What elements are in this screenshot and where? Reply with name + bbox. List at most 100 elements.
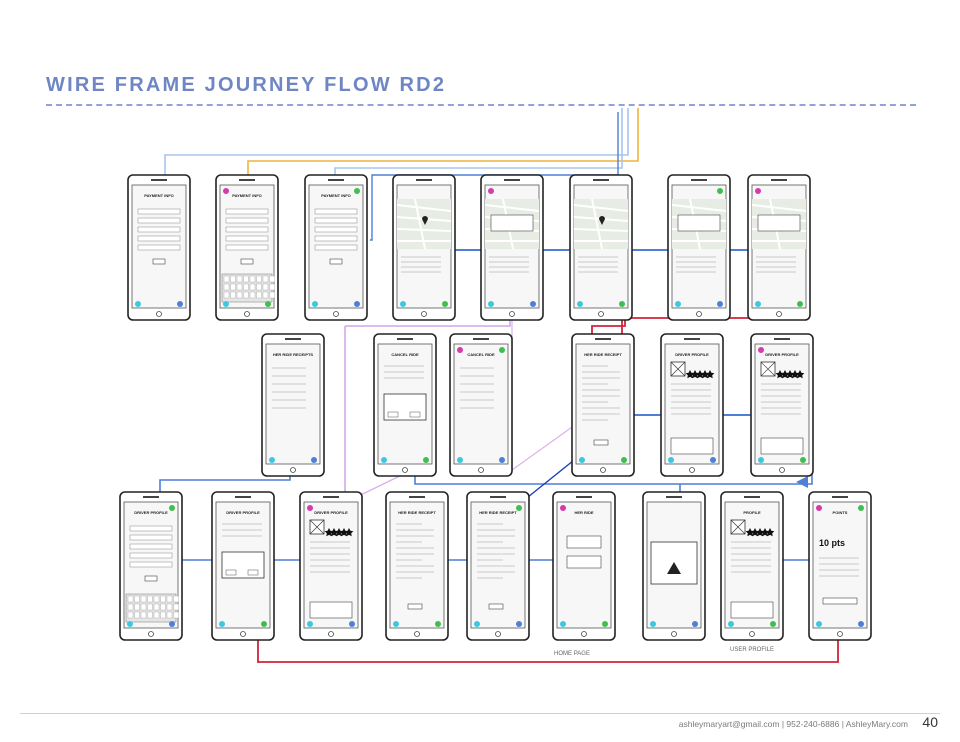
star-icon bbox=[324, 528, 334, 537]
wireframe-screen: DRIVER PROFILE bbox=[119, 491, 183, 641]
form-field bbox=[137, 244, 181, 251]
status-dot-icon bbox=[311, 457, 317, 463]
speaker bbox=[593, 179, 609, 181]
status-dot-icon bbox=[675, 301, 681, 307]
key bbox=[153, 611, 160, 619]
status-dot-icon bbox=[219, 621, 225, 627]
screen-title: PAYMENT INFO bbox=[321, 193, 351, 198]
done-button bbox=[488, 603, 504, 610]
key bbox=[243, 291, 249, 299]
form-field bbox=[225, 226, 269, 233]
status-dot-icon bbox=[169, 505, 175, 511]
map-road bbox=[396, 228, 452, 232]
form-field bbox=[314, 244, 358, 251]
comment-box bbox=[309, 601, 353, 619]
status-dot-icon bbox=[560, 621, 566, 627]
wireframe-screen: CANCEL RIDE bbox=[373, 333, 437, 477]
connector-blue-mid bbox=[414, 474, 813, 485]
home-button-icon bbox=[776, 311, 782, 317]
dialog-button bbox=[225, 569, 237, 576]
status-dot-icon bbox=[579, 457, 585, 463]
wireframe-screen: DRIVER PROFILE bbox=[750, 333, 814, 477]
map-road bbox=[671, 204, 727, 212]
key bbox=[166, 595, 173, 603]
status-dot-icon bbox=[758, 457, 764, 463]
star-icon bbox=[745, 528, 755, 537]
speaker bbox=[323, 496, 339, 498]
form-field bbox=[314, 226, 358, 233]
star-icon bbox=[755, 528, 765, 537]
status-dot-icon bbox=[169, 621, 175, 627]
form-field bbox=[137, 235, 181, 242]
avatar-cross bbox=[730, 519, 746, 535]
status-dot-icon bbox=[423, 457, 429, 463]
home-button-icon bbox=[779, 467, 785, 473]
status-dot-icon bbox=[758, 347, 764, 353]
status-dot-icon bbox=[135, 301, 141, 307]
status-dot-icon bbox=[717, 301, 723, 307]
screen-title: DRIVER PROFILE bbox=[134, 510, 168, 515]
home-button-icon bbox=[837, 631, 843, 637]
key bbox=[223, 283, 230, 291]
home-button-icon bbox=[421, 311, 427, 317]
phone-screen bbox=[812, 501, 868, 629]
warning-icon bbox=[667, 562, 681, 574]
status-dot-icon bbox=[127, 621, 133, 627]
connector-upper-blue bbox=[370, 112, 619, 241]
title-divider bbox=[46, 104, 916, 106]
submit-button bbox=[240, 258, 254, 265]
key bbox=[269, 275, 275, 283]
speaker bbox=[774, 338, 790, 340]
home-button-icon bbox=[414, 631, 420, 637]
home-button-icon bbox=[671, 631, 677, 637]
wireframe-screen: DRIVER PROFILE bbox=[211, 491, 275, 641]
avatar-cross bbox=[760, 361, 776, 377]
wireframe-screen bbox=[569, 174, 633, 321]
speaker bbox=[397, 338, 413, 340]
status-dot-icon bbox=[602, 621, 608, 627]
key bbox=[127, 603, 134, 611]
speaker bbox=[490, 496, 506, 498]
home-button-icon bbox=[598, 311, 604, 317]
key bbox=[147, 595, 153, 603]
status-dot-icon bbox=[516, 505, 522, 511]
form-field bbox=[225, 244, 269, 251]
wireframe-screen: HER RIDE bbox=[552, 491, 616, 641]
map-road bbox=[573, 228, 629, 232]
star-icon bbox=[780, 370, 790, 379]
key bbox=[140, 603, 147, 611]
status-dot-icon bbox=[381, 457, 387, 463]
status-dot-icon bbox=[710, 457, 716, 463]
status-dot-icon bbox=[650, 621, 656, 627]
status-dot-icon bbox=[223, 301, 229, 307]
form-field bbox=[314, 208, 358, 215]
footer-contact: ashleymaryart@gmail.com | 952-240-6886 |… bbox=[678, 719, 908, 729]
screen-title: CANCEL RIDE bbox=[391, 352, 419, 357]
home-button-icon bbox=[509, 311, 515, 317]
arrow-head-icon bbox=[796, 476, 808, 488]
star-icon bbox=[339, 528, 349, 537]
submit-button bbox=[329, 258, 343, 265]
star-icon bbox=[785, 370, 795, 379]
wireframe-screen: CANCEL RIDE bbox=[449, 333, 513, 477]
star-icon bbox=[760, 528, 770, 537]
speaker bbox=[576, 496, 592, 498]
phone-screen bbox=[575, 343, 631, 465]
form-field bbox=[137, 208, 181, 215]
star-icon bbox=[765, 528, 775, 537]
status-dot-icon bbox=[474, 621, 480, 627]
wireframe-screen: HER RIDE RECEIPT bbox=[466, 491, 530, 641]
connector-payment-orange bbox=[247, 108, 639, 175]
star-icon bbox=[695, 370, 705, 379]
speaker bbox=[832, 496, 848, 498]
screen-title: DRIVER PROFILE bbox=[226, 510, 260, 515]
star-icon bbox=[775, 370, 785, 379]
home-button-icon bbox=[328, 631, 334, 637]
screen-title: HER RIDE RECEIPTS bbox=[273, 352, 314, 357]
status-dot-icon bbox=[457, 457, 463, 463]
map-road bbox=[396, 204, 452, 212]
phone-screen bbox=[453, 343, 509, 465]
key bbox=[243, 275, 249, 283]
